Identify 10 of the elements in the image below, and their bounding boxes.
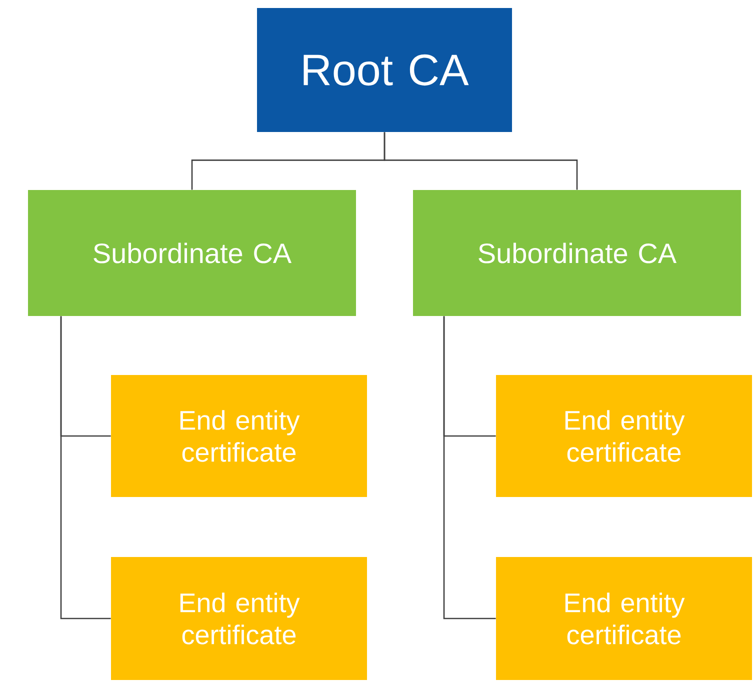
certificate-box: End entity certificate xyxy=(496,375,752,497)
subordinate-box: Subordinate CA xyxy=(28,190,356,316)
connector-line xyxy=(60,316,111,620)
subordinate-box: Subordinate CA xyxy=(413,190,742,316)
connector-line xyxy=(384,132,578,190)
certificate-box: End entity certificate xyxy=(111,557,367,680)
certificate-box: End entity certificate xyxy=(496,557,752,680)
connector-line xyxy=(443,316,496,620)
root-box: Root CA xyxy=(257,8,512,132)
certificate-box: End entity certificate xyxy=(111,375,367,497)
